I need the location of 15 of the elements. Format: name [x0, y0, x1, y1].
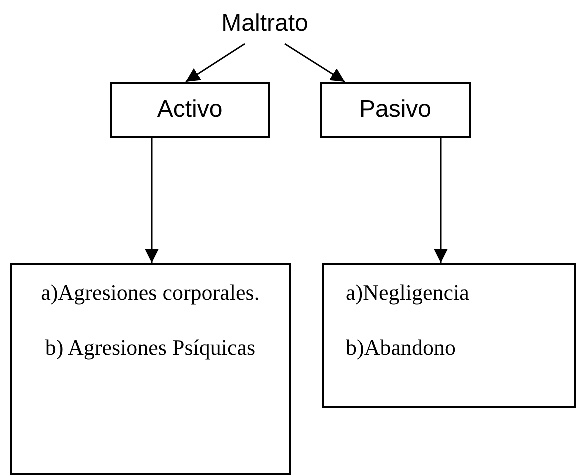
arrow	[284, 43, 346, 83]
category-text: a)Negligencia	[346, 279, 470, 307]
category-text: a)Agresiones corporales.	[40, 279, 261, 307]
category-box	[10, 263, 291, 475]
category-box	[320, 82, 471, 138]
title-label: Maltrato	[220, 9, 310, 39]
category-text: Activo	[156, 95, 224, 125]
category-box	[322, 263, 576, 408]
arrow	[186, 43, 246, 83]
category-box	[110, 82, 270, 138]
category-text: Pasivo	[358, 95, 433, 125]
category-text: b) Agresiones Psíquicas	[44, 334, 257, 362]
arrow	[145, 138, 159, 263]
category-text: b)Abandono	[346, 334, 457, 362]
arrow	[434, 138, 448, 263]
